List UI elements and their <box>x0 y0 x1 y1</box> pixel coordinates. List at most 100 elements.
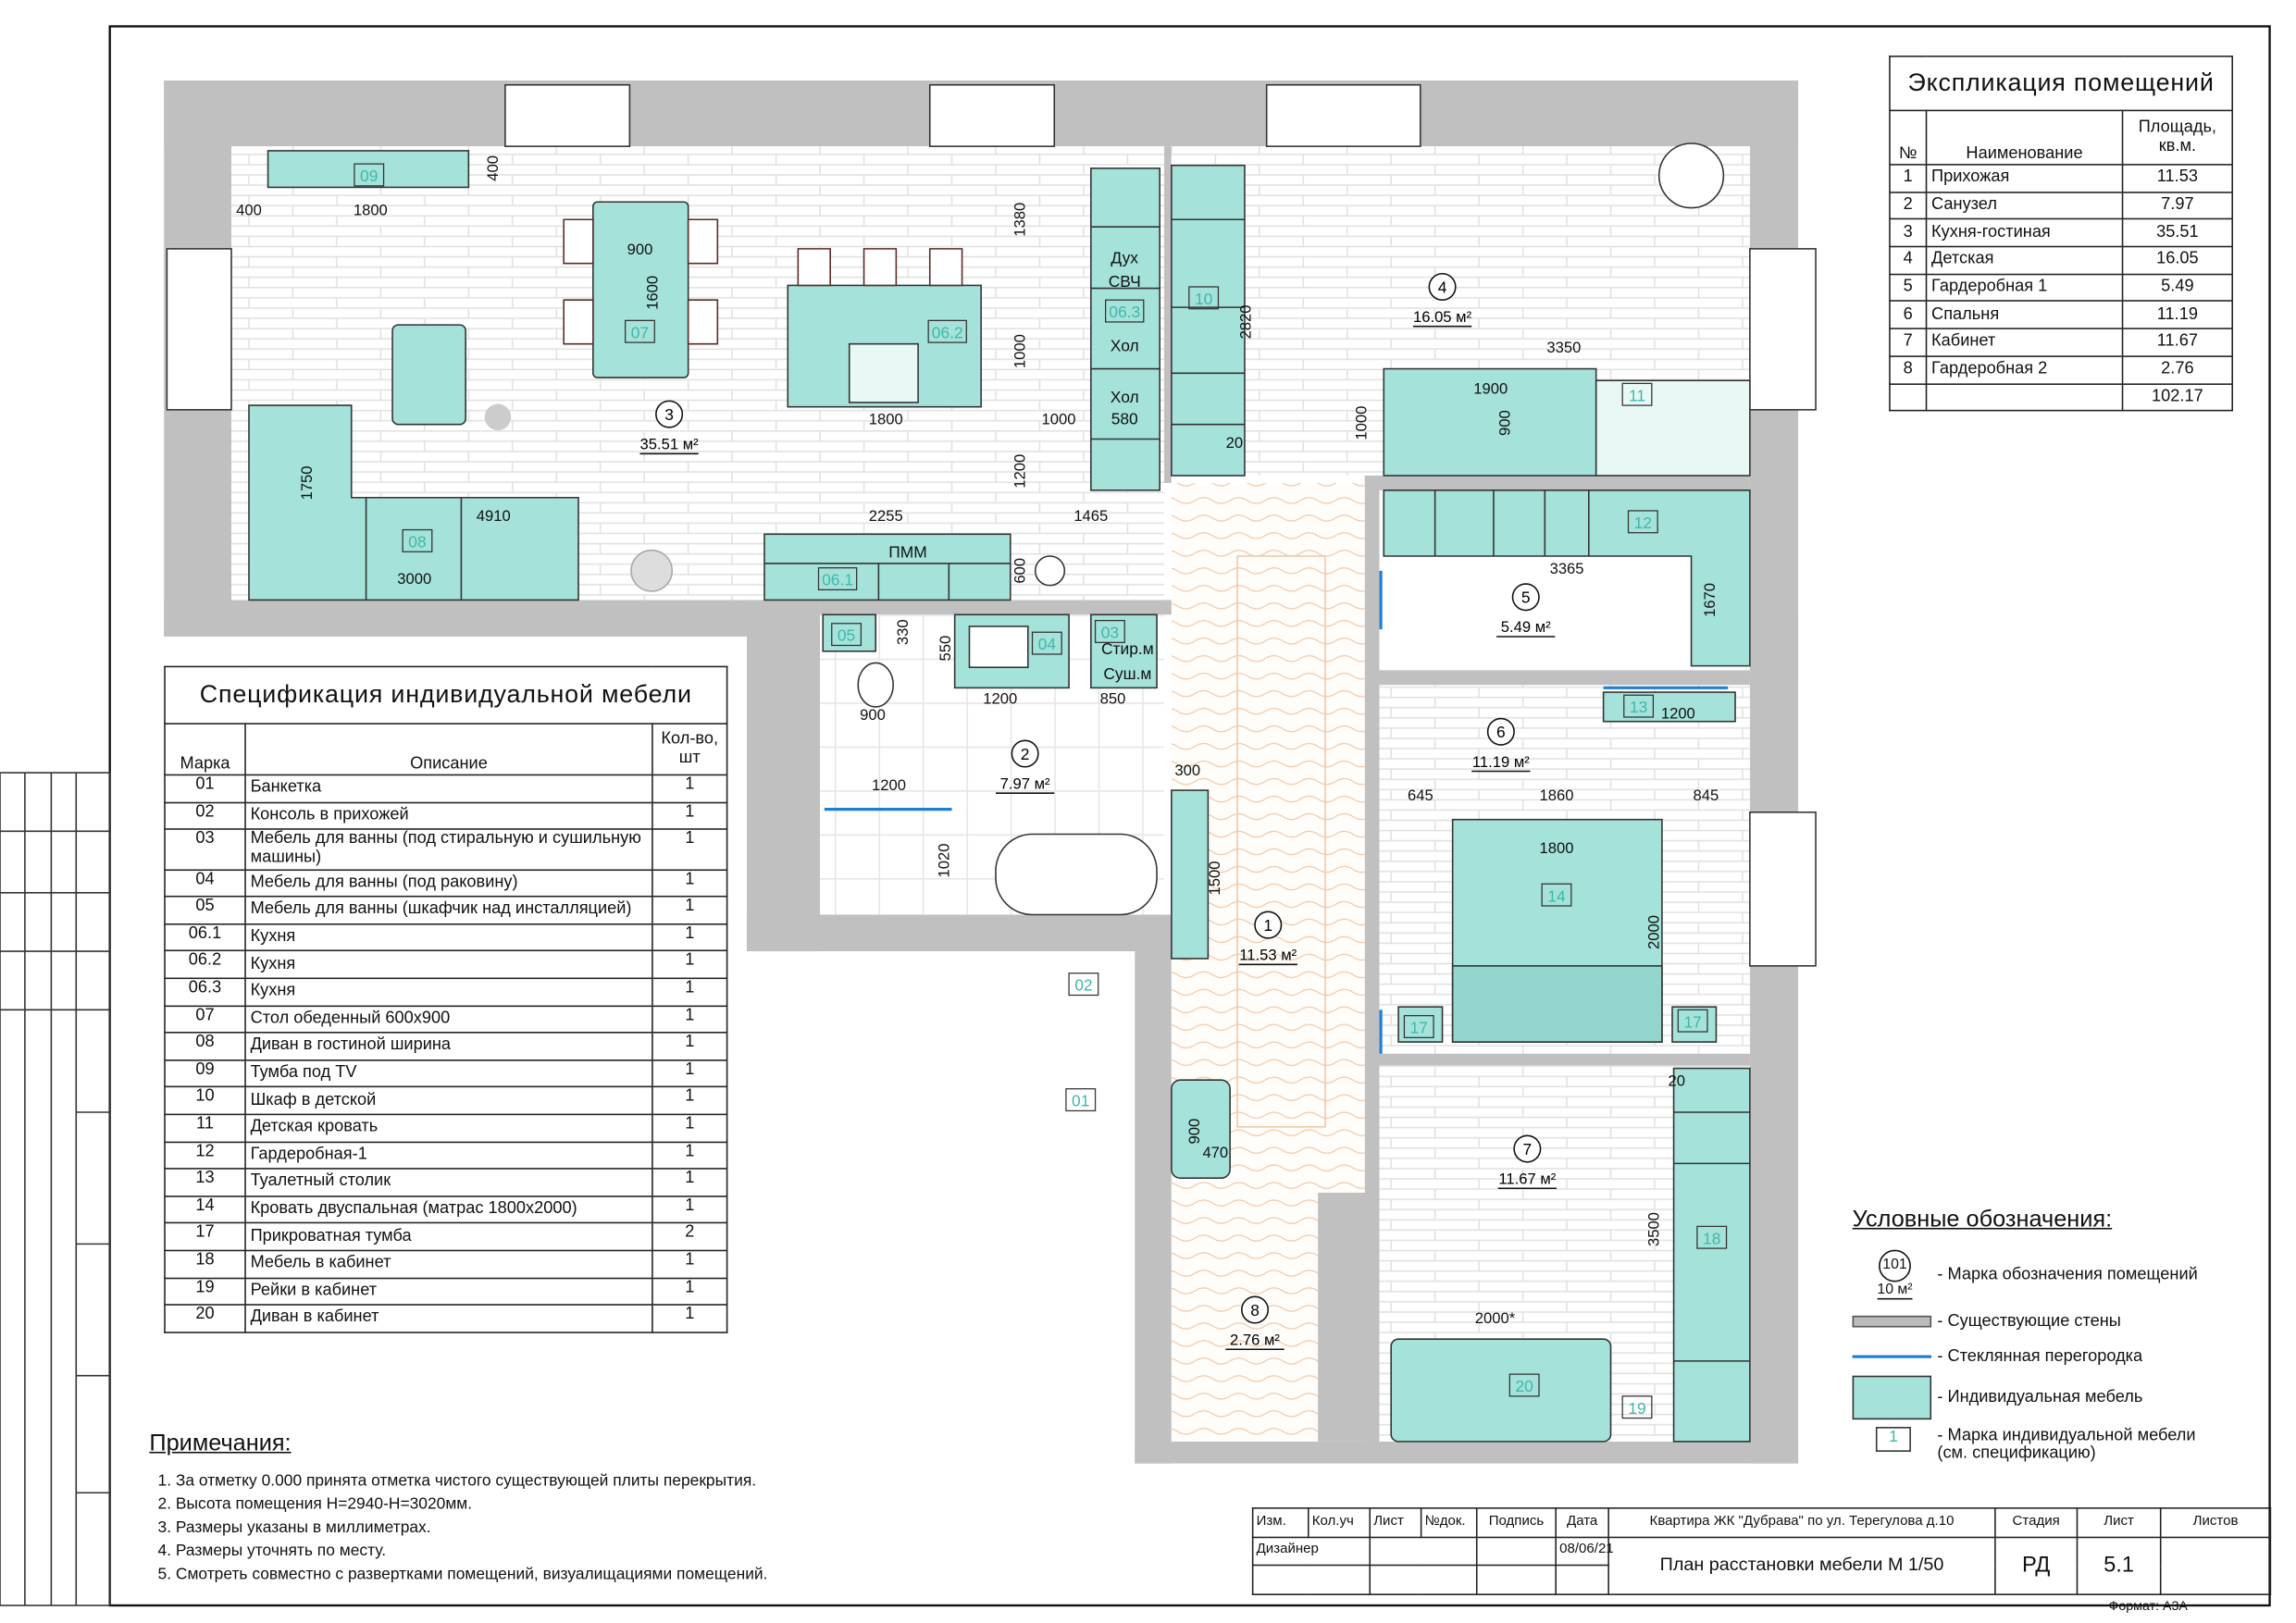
dimension-label: 1200 <box>1011 454 1029 489</box>
spec-mark: 06.3 <box>164 977 246 1007</box>
spec-desc: Туалетный столик <box>244 1168 653 1197</box>
glass-partitions <box>824 570 1729 1054</box>
svg-text:13: 13 <box>1630 698 1647 716</box>
spec-qty: 1 <box>652 774 728 803</box>
ottoman <box>391 324 466 426</box>
furniture-mark-06.1: 06.1 <box>817 567 858 591</box>
spec-desc: Кухня <box>244 923 653 952</box>
spec-title: Спецификация индивидуальной мебели <box>164 665 728 725</box>
robot-vacuum <box>1034 555 1066 587</box>
furniture-mark-06.3: 06.3 <box>1105 299 1145 323</box>
svg-text:11: 11 <box>1629 386 1645 404</box>
legend-furniture: - Индивидуальная мебель <box>1937 1388 2143 1406</box>
spec-mark: 18 <box>164 1249 246 1279</box>
svg-text:07: 07 <box>631 323 649 341</box>
svg-text:06.2: 06.2 <box>932 323 963 341</box>
spec-mark: 01 <box>164 774 246 803</box>
lamp <box>484 403 512 430</box>
dimension-label: 2000* <box>1475 1309 1516 1327</box>
furniture-mark-10: 10 <box>1188 286 1220 310</box>
notes-title: Примечания: <box>149 1431 292 1456</box>
dimension-label: 3500 <box>1645 1212 1663 1246</box>
dimension-label: 550 <box>937 636 954 662</box>
spec-desc: Банкетка <box>244 774 653 803</box>
svg-text:10: 10 <box>1195 290 1212 308</box>
room-name: Детская <box>1925 245 2124 275</box>
dimension-label: 1600 <box>643 276 661 310</box>
room-name: Санузел <box>1925 191 2124 220</box>
windows <box>166 83 1817 967</box>
note-item: Размеры уточнять по месту. <box>176 1540 970 1563</box>
dimension-label: 4910 <box>477 507 511 525</box>
spec-qty: 1 <box>652 1113 728 1143</box>
spec-qty: 1 <box>652 923 728 952</box>
dimension-label: 900 <box>1496 410 1513 436</box>
room-area-label: 11.67 м² <box>1498 1171 1556 1188</box>
legend-glass: - Стеклянная перегородка <box>1937 1347 2143 1366</box>
room-name: Гардеробная 2 <box>1925 355 2124 385</box>
room-tag-5: 55.49 м² <box>1496 583 1556 638</box>
sample-area: 10 м² <box>1877 1282 1913 1300</box>
col-desc: Описание <box>244 723 653 776</box>
appliance-label: ПММ <box>888 543 926 562</box>
spec-mark: 08 <box>164 1032 246 1061</box>
spec-mark: 20 <box>164 1304 246 1333</box>
svg-text:01: 01 <box>1072 1092 1089 1110</box>
wall-swatch <box>1852 1315 1932 1328</box>
spec-qty: 1 <box>652 828 728 871</box>
room-num: 4 <box>1889 245 1928 275</box>
room-number: 4 <box>1438 278 1447 296</box>
hdr-data: Дата <box>1555 1507 1609 1538</box>
furniture-mark-02: 02 <box>1068 973 1099 997</box>
appliance-label: Стир.м <box>1101 639 1154 658</box>
dimension-label: 1900 <box>1473 379 1508 397</box>
appliance-label: Хол <box>1111 337 1139 355</box>
spec-desc: Детская кровать <box>244 1113 653 1143</box>
banquette <box>1171 1079 1231 1179</box>
room-tag-3: 335.51 м² <box>639 400 699 455</box>
mark-swatch: 1 <box>1875 1427 1911 1452</box>
date: 08/06/21 <box>1555 1535 1614 1567</box>
room-name: Кухня-гостиная <box>1925 218 2124 248</box>
room-area: 5.49 <box>2121 273 2234 303</box>
furniture-mark-08: 08 <box>402 528 433 552</box>
furniture-mark-20: 20 <box>1508 1373 1540 1397</box>
spec-desc: Мебель для ванны (под стиральную и сушил… <box>244 828 653 871</box>
sheets-label: Листов <box>2159 1507 2272 1538</box>
dimension-label: 1800 <box>354 201 388 218</box>
furniture-spec-table: Спецификация индивидуальной мебели Марка… <box>164 665 728 1333</box>
spec-qty: 1 <box>652 1004 728 1034</box>
col-qty: Кол-во, шт <box>652 723 728 776</box>
nightstand-right <box>1671 1006 1718 1043</box>
svg-text:17: 17 <box>1683 1012 1701 1031</box>
dimension-label: 1000 <box>1011 334 1029 368</box>
room-area-label: 2.76 м² <box>1230 1331 1280 1348</box>
laundry-cabinet <box>1090 613 1158 689</box>
furniture-mark-14: 14 <box>1541 883 1572 907</box>
room-tag-2: 27.97 м² <box>995 739 1055 795</box>
spec-desc: Гардеробная-1 <box>244 1140 653 1170</box>
dimension-label: 850 <box>1100 690 1126 708</box>
room-area: 16.05 <box>2121 245 2234 275</box>
spec-qty: 1 <box>652 1249 728 1279</box>
spec-mark: 11 <box>164 1113 246 1143</box>
spec-mark: 05 <box>164 896 246 925</box>
dimension-label: 845 <box>1694 787 1719 804</box>
explication-table: Экспликация помещений № Наименование Пло… <box>1889 56 2234 412</box>
note-item: Смотреть совместно с развертками помещен… <box>176 1563 970 1586</box>
dimension-label: 2255 <box>869 507 903 525</box>
kids-wardrobe <box>1171 164 1246 477</box>
furniture-mark-19: 19 <box>1621 1395 1653 1419</box>
